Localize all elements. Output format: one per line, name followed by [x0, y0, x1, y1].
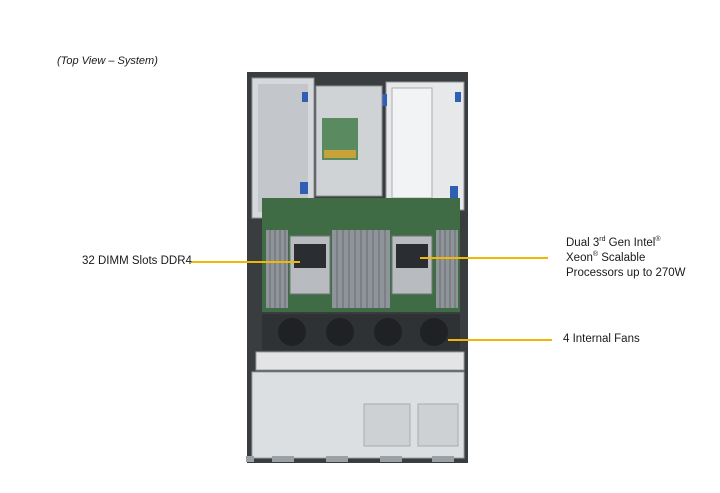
blue-latch [455, 92, 461, 102]
blue-latch [302, 92, 308, 102]
callout-cpu-label: Dual 3rd Gen Intel® Xeon® Scalable Proce… [566, 236, 686, 281]
cpu-label-line1: Dual 3rd Gen Intel® [566, 236, 661, 249]
callout-dimm-label: 32 DIMM Slots DDR4 [82, 255, 192, 267]
fan [278, 318, 448, 346]
blue-latch [379, 94, 387, 106]
cpu-label-line2: Xeon® Scalable [566, 251, 646, 264]
front-feet [246, 456, 454, 462]
dimm-bank-left [266, 230, 288, 308]
dimm-bank-right [436, 230, 458, 308]
callout-fans-label: 4 Internal Fans [563, 333, 640, 345]
blue-latch [450, 186, 458, 198]
blue-latch [300, 182, 308, 194]
view-caption: (Top View – System) [57, 55, 158, 67]
cpu-label-line3: Processors up to 270W [566, 267, 686, 279]
